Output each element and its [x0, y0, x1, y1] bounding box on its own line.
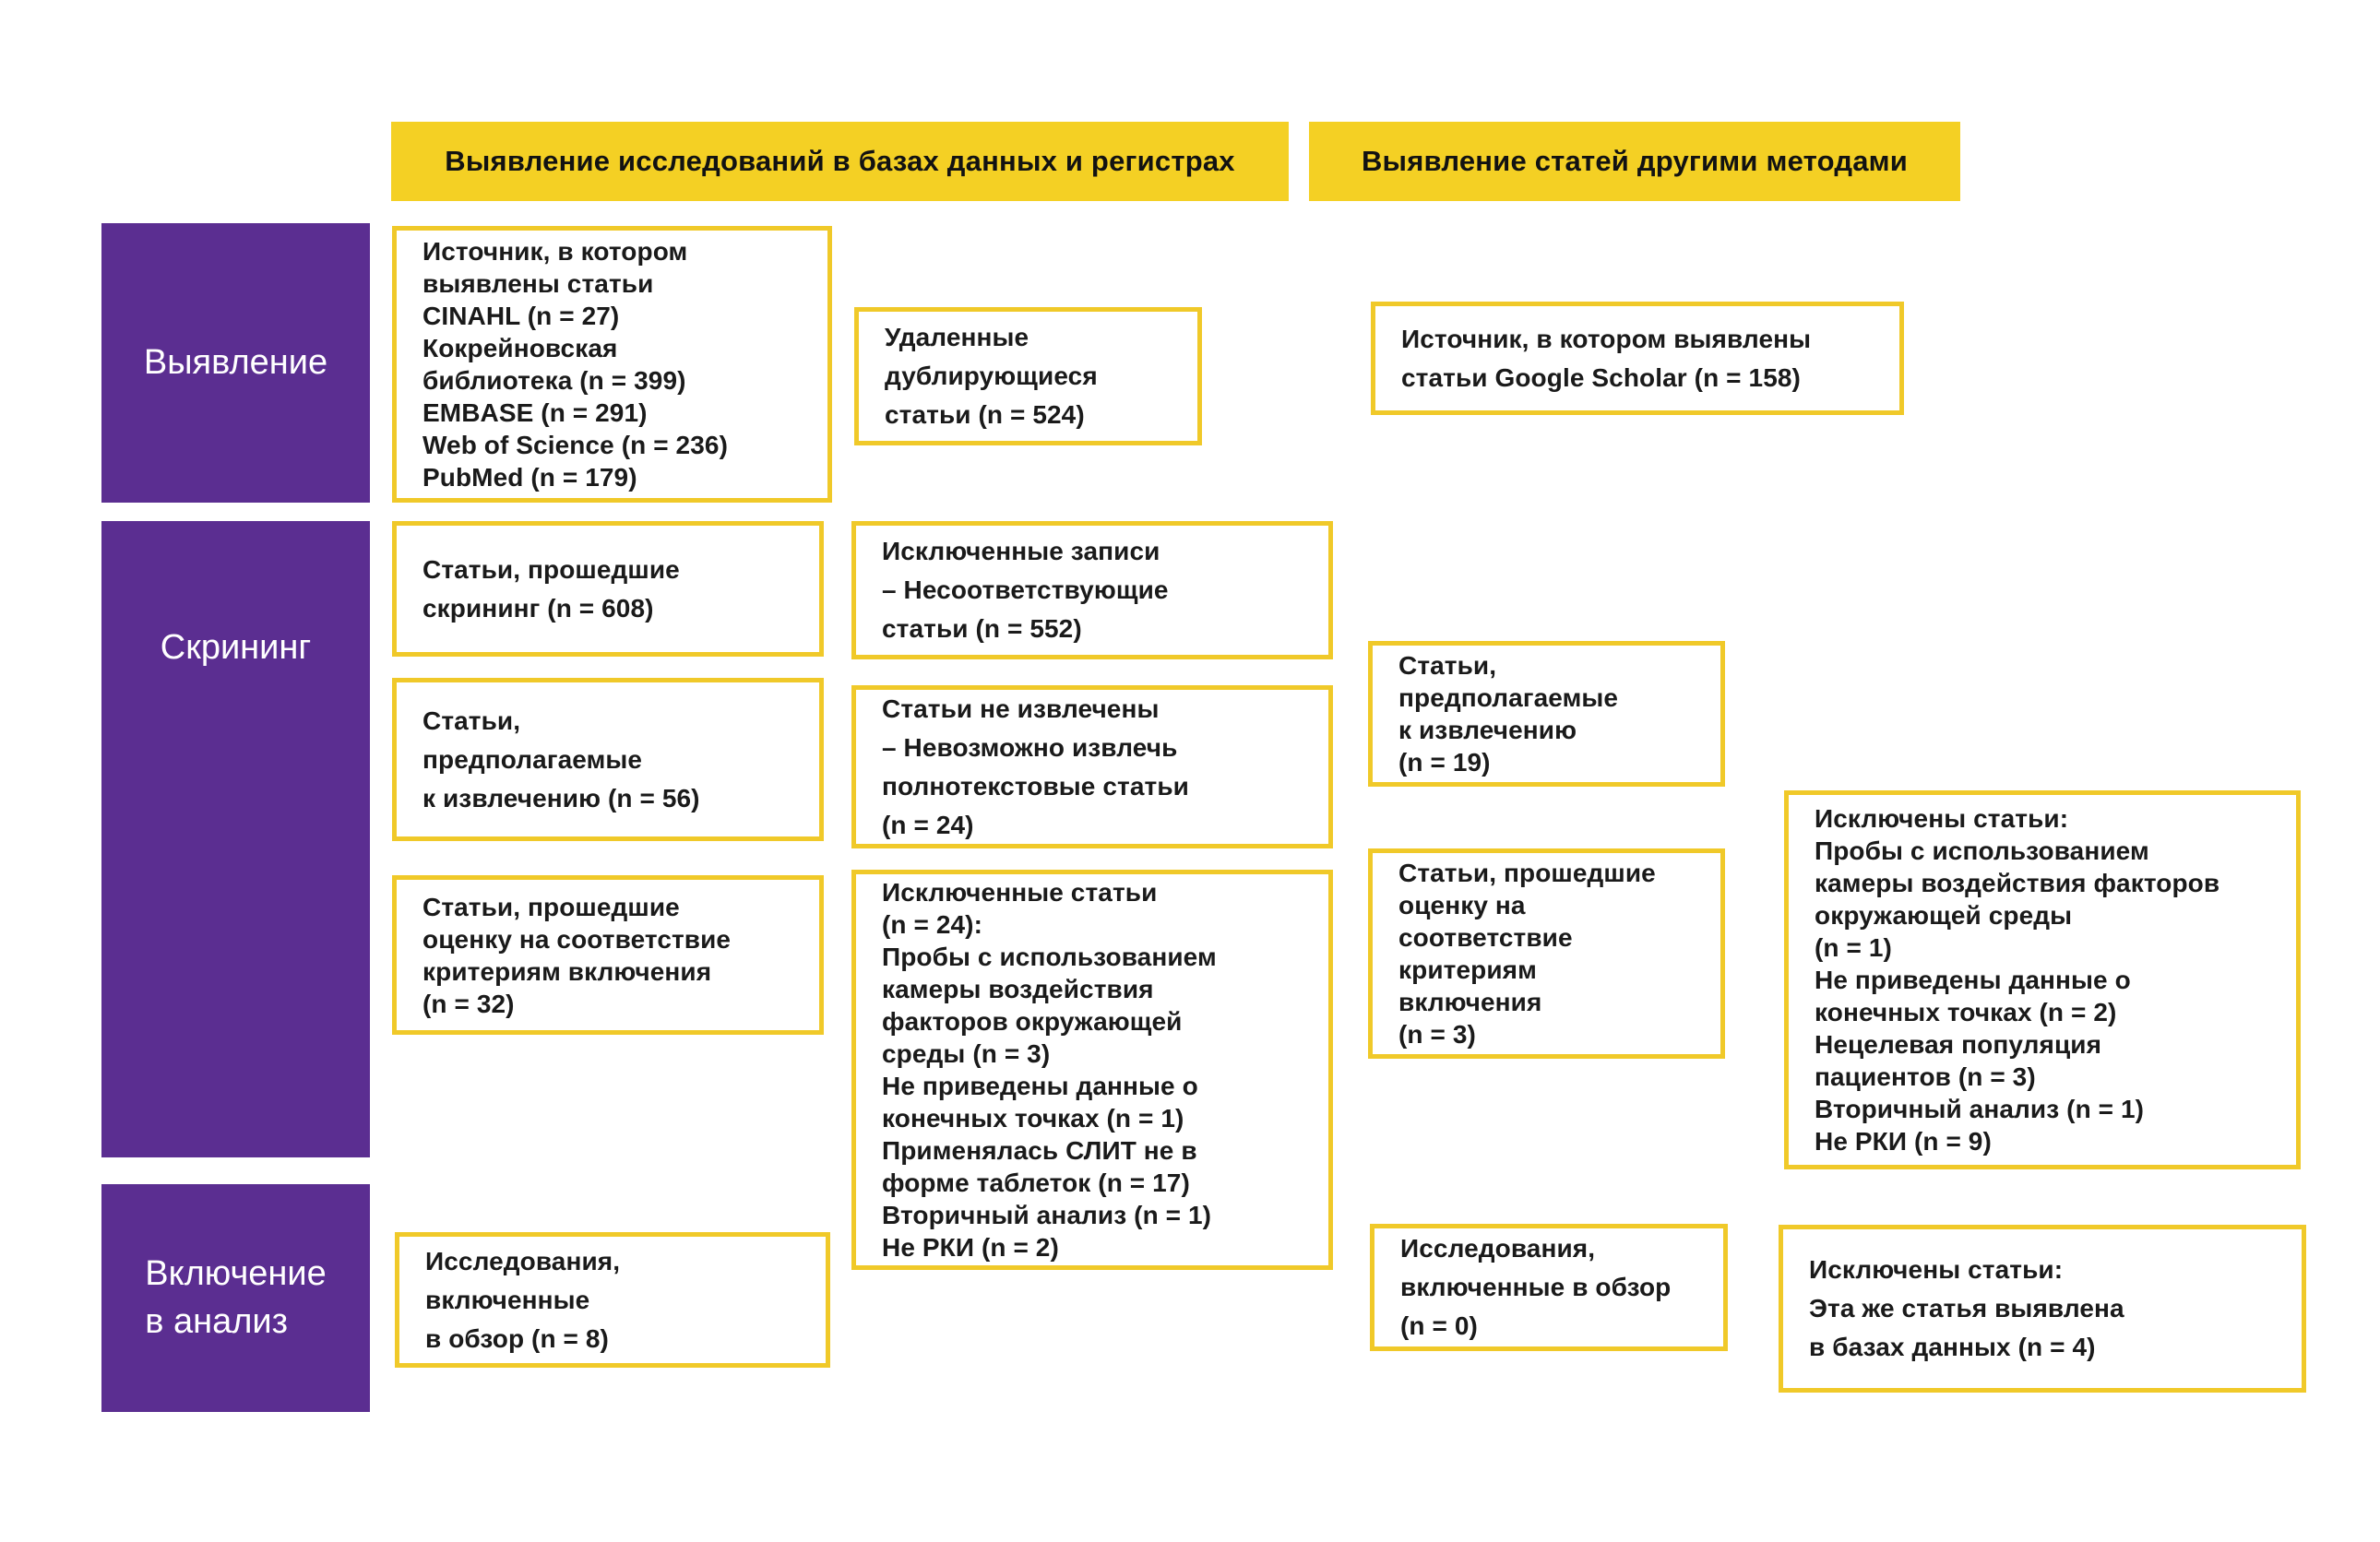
header-identification-other-methods: Выявление статей другими методами — [1309, 122, 1960, 201]
box-sources-databases: Источник, в котором выявлены статьи CINA… — [392, 226, 832, 503]
header-identification-databases: Выявление исследований в базах данных и … — [391, 122, 1289, 201]
box-studies-included-other: Исследования, включенные в обзор (n = 0) — [1370, 1224, 1728, 1351]
stage-identification-label: Выявление — [101, 223, 370, 503]
box-excluded-duplicate-in-databases: Исключены статьи: Эта же статья выявлена… — [1779, 1225, 2306, 1393]
box-articles-excluded-databases: Исключенные статьи (n = 24): Пробы с исп… — [851, 870, 1333, 1270]
box-articles-sought-other: Статьи, предполагаемые к извлечению (n =… — [1368, 641, 1725, 787]
box-studies-included-databases: Исследования, включенные в обзор (n = 8) — [395, 1232, 830, 1368]
box-duplicates-removed: Удаленные дублирующиеся статьи (n = 524) — [854, 307, 1202, 445]
box-records-screened: Статьи, прошедшие скрининг (n = 608) — [392, 521, 824, 657]
box-articles-assessed-other: Статьи, прошедшие оценку на соответствие… — [1368, 848, 1725, 1059]
box-articles-excluded-other: Исключены статьи: Пробы с использованием… — [1784, 790, 2301, 1169]
box-articles-assessed-databases: Статьи, прошедшие оценку на соответствие… — [392, 875, 824, 1035]
box-articles-sought-databases: Статьи, предполагаемые к извлечению (n =… — [392, 678, 824, 841]
box-articles-not-retrieved: Статьи не извлечены – Невозможно извлечь… — [851, 685, 1333, 848]
box-records-excluded: Исключенные записи – Несоответствующие с… — [851, 521, 1333, 659]
stage-screening-label: Скрининг — [101, 521, 370, 1157]
stage-inclusion-label: Включение в анализ — [101, 1184, 370, 1412]
box-google-scholar-source: Источник, в котором выявлены статьи Goog… — [1371, 302, 1904, 415]
